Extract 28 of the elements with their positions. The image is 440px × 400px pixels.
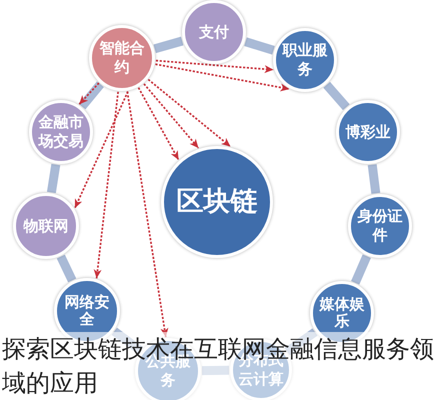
arrow (156, 60, 274, 74)
arrow (126, 91, 168, 338)
connector-bar (323, 82, 350, 110)
arrow (138, 87, 180, 160)
topic-circle: 博彩业 (336, 100, 400, 164)
connector-bar (202, 366, 230, 376)
connector-bar (112, 328, 144, 354)
connector-bar (244, 37, 275, 55)
hub-circle: 区块链 (161, 146, 273, 258)
arrow (148, 78, 232, 148)
connector-bar (368, 164, 380, 194)
topic-circle: 物联网 (13, 193, 79, 259)
topic-circle: 支付 (182, 0, 246, 64)
arrow (94, 92, 119, 278)
arrow (155, 63, 290, 92)
connector-bar (284, 328, 318, 356)
arrow (78, 82, 100, 105)
connector-bar (351, 254, 371, 285)
topic-circle: 金融市场交易 (29, 100, 93, 164)
arrow (74, 91, 129, 208)
connector-bar (56, 254, 76, 282)
topic-circle: 身份证件 (348, 194, 412, 258)
topic-circle: 职业服务 (273, 28, 337, 92)
topic-circle: 智能合约 (89, 25, 155, 91)
connector-bar (78, 81, 104, 110)
connector-bar (153, 36, 184, 54)
arrow (143, 83, 200, 149)
connector-bar (46, 164, 60, 194)
